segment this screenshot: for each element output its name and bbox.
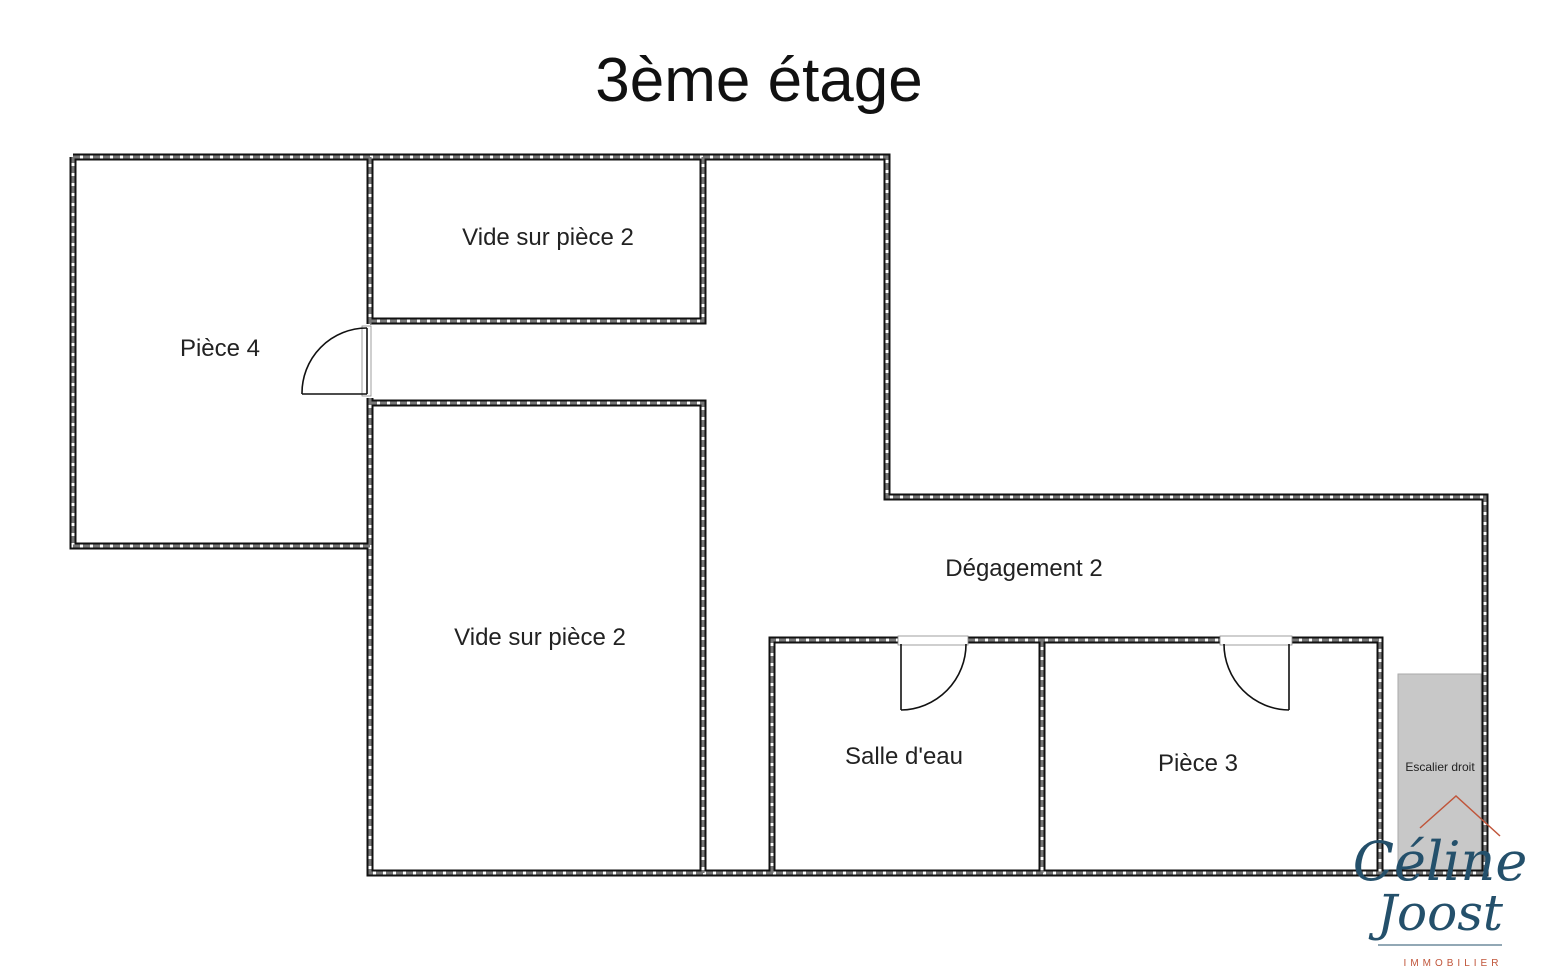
logo-tagline: IMMOBILIER	[1404, 958, 1503, 969]
room-label-degagement: Dégagement 2	[945, 555, 1102, 582]
wall-segment	[770, 638, 898, 873]
room-label-vide-top: Vide sur pièce 2	[462, 224, 634, 251]
room-label-vide-bottom: Vide sur pièce 2	[454, 624, 626, 651]
wall-segment	[370, 401, 705, 873]
door-piece3	[1219, 635, 1293, 711]
stair-block	[1397, 673, 1482, 871]
agency-logo: Céline Joost IMMOBILIER	[1353, 794, 1528, 969]
door-salle-deau	[897, 635, 969, 711]
room-label-salle-deau: Salle d'eau	[845, 743, 963, 770]
room-label-piece3: Pièce 3	[1158, 750, 1238, 777]
wall-segment	[69, 153, 1489, 877]
walls	[69, 153, 1489, 877]
logo-name-line1: Céline	[1353, 830, 1528, 893]
logo-name-line2: Joost	[1368, 884, 1504, 942]
wall-segment	[1292, 638, 1382, 873]
wall-segment	[370, 157, 705, 323]
room-label-piece4: Pièce 4	[180, 335, 260, 362]
wall-segment	[71, 155, 1487, 875]
floor-title: 3ème étage	[595, 46, 922, 115]
logo-roof-icon	[1419, 794, 1501, 837]
room-label-escalier: Escalier droit	[1405, 760, 1475, 774]
wall-segment	[71, 155, 1487, 875]
door-piece4	[301, 325, 372, 397]
